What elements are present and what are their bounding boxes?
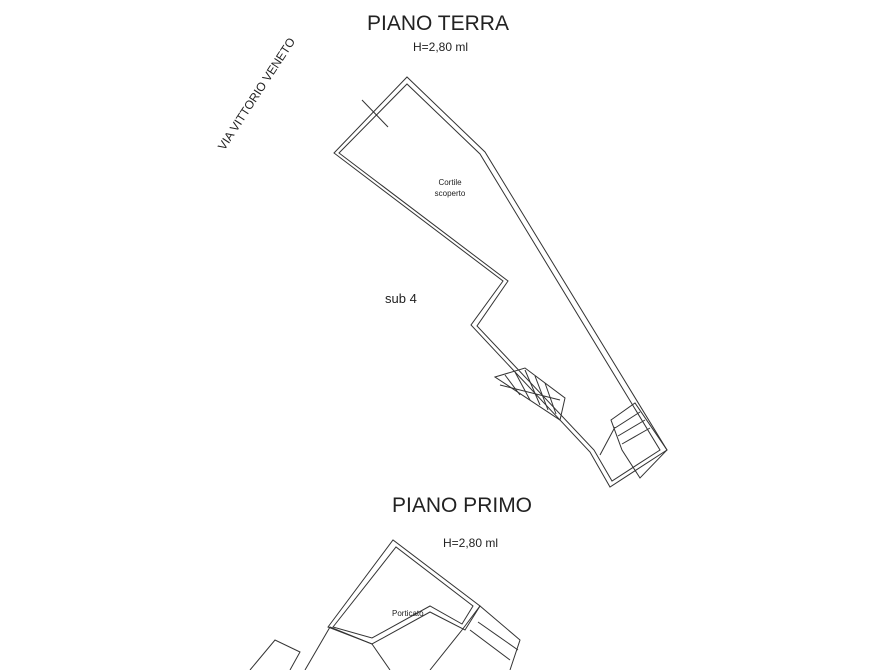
- unit-label: sub 4: [385, 291, 417, 306]
- first-floor-height: H=2,80 ml: [443, 536, 499, 550]
- first-floor-title: PIANO PRIMO: [392, 494, 533, 517]
- first-floor-outline: [249, 539, 521, 670]
- courtyard-label: Cortile scoperto: [434, 178, 466, 198]
- stair-left: [493, 367, 566, 421]
- ground-floor-title: PIANO TERRA: [367, 12, 509, 35]
- stair-right: [599, 402, 668, 479]
- ground-floor-height: H=2,80 ml: [413, 40, 469, 54]
- ground-floor-outline: [333, 76, 668, 488]
- porch-label: Porticato: [392, 609, 424, 618]
